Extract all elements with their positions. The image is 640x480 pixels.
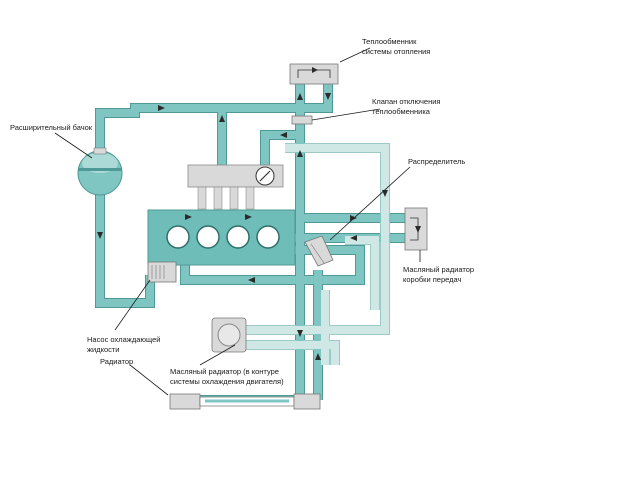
flow-arrow [350, 235, 357, 241]
thermostat-gauge-icon [255, 166, 275, 186]
pipes-teal [96, 78, 410, 404]
flow-arrow [297, 330, 303, 337]
leader-lines [54, 47, 421, 396]
engine-oil-cooler [211, 317, 247, 353]
flow-arrow [382, 190, 388, 197]
expansion-tank-label: Расширительный бачок [10, 123, 93, 132]
heater-exchanger-label: Теплообменник [362, 37, 417, 46]
engine-oil-cooler-label: Масляный радиатор (в контуре [170, 367, 279, 376]
distributor [304, 235, 334, 267]
pump-label: Насос охлаждающей [87, 335, 160, 344]
flow-arrow [97, 232, 103, 239]
flow-arrow [297, 150, 303, 157]
coolant-pump [147, 261, 177, 283]
gearbox-oil-cooler [404, 207, 428, 251]
heater-exchanger-label-2: системы отопления [362, 47, 430, 56]
flow-arrow [158, 105, 165, 111]
expansion-tank [77, 147, 123, 196]
engine-block [147, 209, 296, 266]
flow-arrow [248, 277, 255, 283]
gearbox-cooler-label-2: коробки передач [403, 275, 462, 284]
flow-arrows [97, 93, 388, 360]
flow-arrow [325, 93, 331, 100]
distributor-label: Распределитель [408, 157, 465, 166]
flow-arrow [315, 353, 321, 360]
flow-arrow [280, 132, 287, 138]
flow-arrow [219, 115, 225, 122]
pump-label-2: жидкости [87, 345, 120, 354]
flow-arrow [350, 215, 357, 221]
flow-arrow [297, 93, 303, 100]
engine-oil-cooler-label-2: системы охлаждения двигателя) [170, 377, 284, 386]
valve-label: Клапан отключения [372, 97, 441, 106]
gearbox-cooler-label: Масляный радиатор [403, 265, 474, 274]
heater-shutoff-valve [291, 115, 313, 125]
radiator-label: Радиатор [100, 357, 133, 366]
labels: Теплообменник системы отопления Клапан о… [10, 37, 474, 386]
radiator [169, 393, 321, 410]
valve-label-2: теплообменника [372, 107, 431, 116]
heater-exchanger [289, 63, 339, 85]
